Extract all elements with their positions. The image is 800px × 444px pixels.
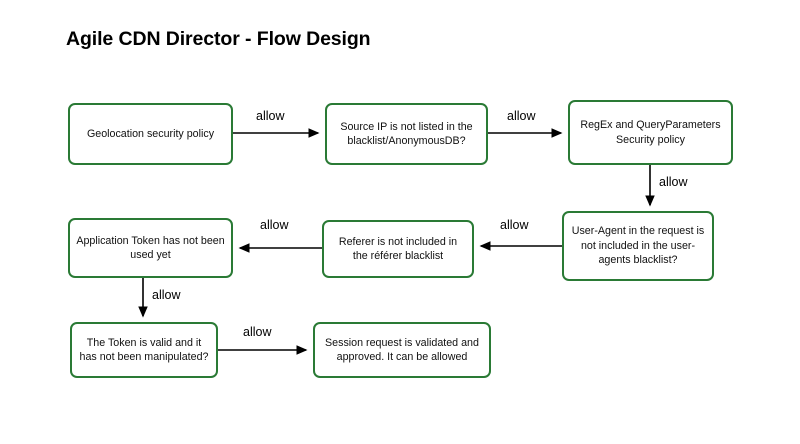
node-label: Source IP is not listed in the blacklist…	[340, 120, 473, 148]
node-referer-check[interactable]: Referer is not included in the référer b…	[322, 220, 474, 278]
edge-label-referer-to-app-token: allow	[260, 218, 289, 232]
page-title: Agile CDN Director - Flow Design	[66, 28, 371, 50]
node-label: The Token is valid and it has not been m…	[79, 336, 209, 364]
node-user-agent-check[interactable]: User-Agent in the request is not include…	[562, 211, 714, 281]
edge-label-app-token-to-token-valid: allow	[152, 288, 181, 302]
edge-label-user-agent-to-referer: allow	[500, 218, 529, 232]
edge-label-geolocation-to-source-ip: allow	[256, 109, 285, 123]
node-application-token-check[interactable]: Application Token has not been used yet	[68, 218, 233, 278]
edge-label-token-valid-to-session: allow	[243, 325, 272, 339]
edge-label-source-ip-to-regex: allow	[507, 109, 536, 123]
edge-label-regex-to-user-agent: allow	[659, 175, 688, 189]
node-label: Referer is not included in the référer b…	[338, 235, 458, 263]
node-label: Geolocation security policy	[86, 127, 215, 140]
node-session-approved[interactable]: Session request is validated and approve…	[313, 322, 491, 378]
node-geolocation-security-policy[interactable]: Geolocation security policy	[68, 103, 233, 165]
node-label: Session request is validated and approve…	[325, 336, 479, 364]
node-source-ip-check[interactable]: Source IP is not listed in the blacklist…	[325, 103, 488, 165]
node-regex-queryparameters-policy[interactable]: RegEx and QueryParameters Security polic…	[568, 100, 733, 165]
node-label: RegEx and QueryParameters Security polic…	[580, 119, 721, 146]
node-label: User-Agent in the request is not include…	[571, 225, 705, 267]
node-label: Application Token has not been used yet	[76, 234, 225, 262]
node-token-valid-check[interactable]: The Token is valid and it has not been m…	[70, 322, 218, 378]
